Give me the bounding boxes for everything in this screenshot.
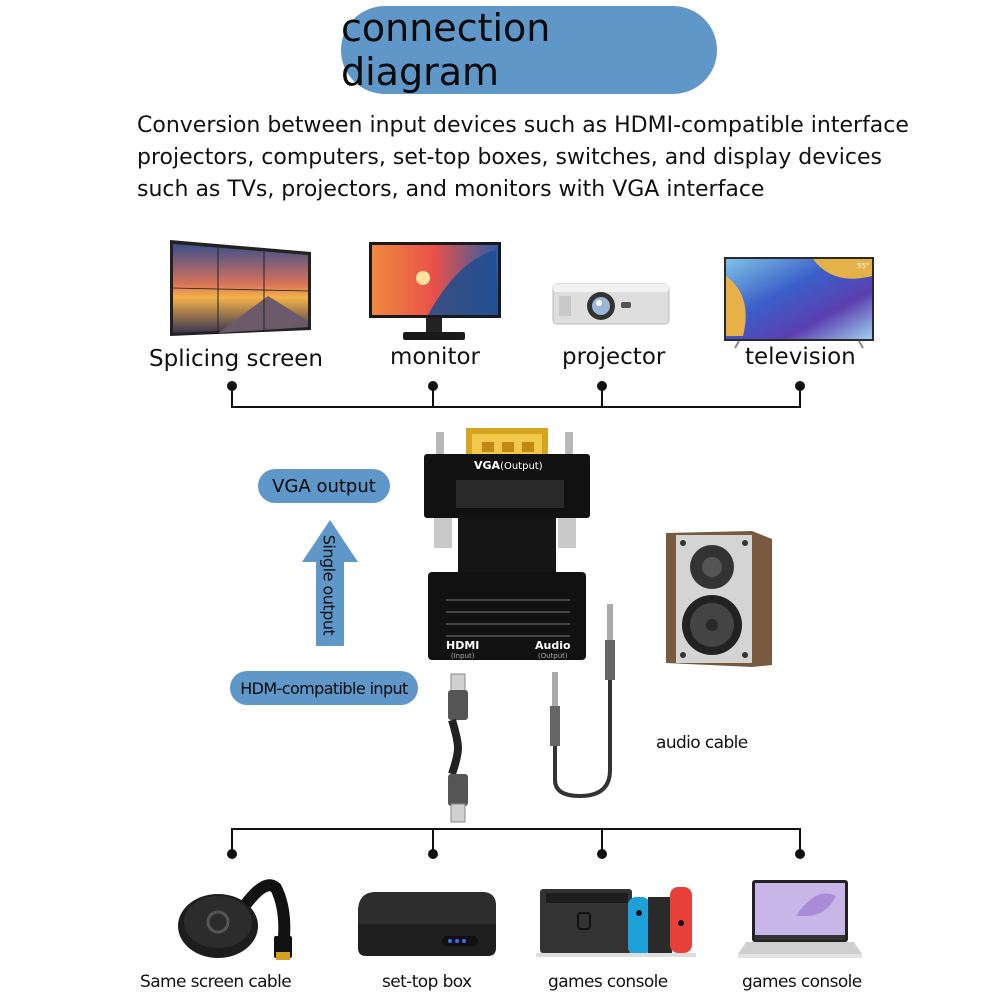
hdmi-input-label: HDM-compatible input [240,678,408,698]
device-label-set-top-box: set-top box [382,972,472,992]
vga-output-pill: VGA output [258,469,390,503]
vga-output-label: VGA output [272,475,376,497]
single-output-label: Single output [319,534,339,636]
connector-line [231,828,233,852]
connector-dot [428,849,438,859]
connector-line [799,386,801,408]
device-label-television: television [745,344,856,370]
svg-text:55": 55" [857,262,869,270]
television-icon: 55" [724,257,874,349]
device-label-games-console: games console [548,972,668,992]
laptop-icon [738,880,862,958]
adapter-audio-port: Audio (Output) [535,639,571,661]
connector-line [799,828,801,852]
video-wall-icon [170,240,311,336]
connector-bus [231,406,801,408]
intro-line: such as TVs, projectors, and monitors wi… [137,177,765,202]
audio-sublabel: (Output) [537,652,568,660]
vga-sublabel: (Output) [500,461,543,472]
adapter-vga-label: VGA(Output) [474,459,543,472]
device-label-projector: projector [562,344,666,370]
connector-line [432,828,434,852]
device-label-splicing-screen: Splicing screen [149,346,323,372]
connector-line [231,386,233,408]
vga-label: VGA [474,459,501,472]
intro-text: Conversion between input devices such as… [137,110,957,206]
audio-cable-label: audio cable [656,733,748,753]
audio-cable-icon [550,604,615,799]
monitor-icon [369,242,501,340]
device-label-same-screen-cable: Same screen cable [140,972,292,992]
hdmi-dongle-icon [178,879,292,960]
connector-line [601,386,603,408]
connector-bus [231,828,801,830]
device-label-monitor: monitor [390,344,480,370]
adapter-icon [424,428,590,660]
intro-line: Conversion between input devices such as… [137,113,909,138]
device-label-laptop: games console [742,972,862,992]
set-top-box-icon [358,892,496,956]
connector-dot [597,849,607,859]
hdmi-label: HDMI [446,639,480,652]
projector-icon [552,283,670,325]
up-arrow-icon [302,520,358,646]
connector-dot [227,849,237,859]
adapter-hdmi-port: HDMI (Input) [446,639,480,661]
connector-line [432,386,434,408]
hdmi-sublabel: (Input) [450,652,475,660]
hdmi-input-pill: HDM-compatible input [230,671,418,705]
game-console-icon [536,887,696,957]
intro-line: projectors, computers, set-top boxes, sw… [137,145,882,170]
audio-label: Audio [535,639,571,652]
hdmi-cable-icon [448,673,468,823]
connector-dot [795,849,805,859]
speaker-icon [666,531,772,667]
connector-line [601,828,603,852]
page-title: connection diagram [341,6,551,94]
title-pill: connection diagram [341,6,717,94]
